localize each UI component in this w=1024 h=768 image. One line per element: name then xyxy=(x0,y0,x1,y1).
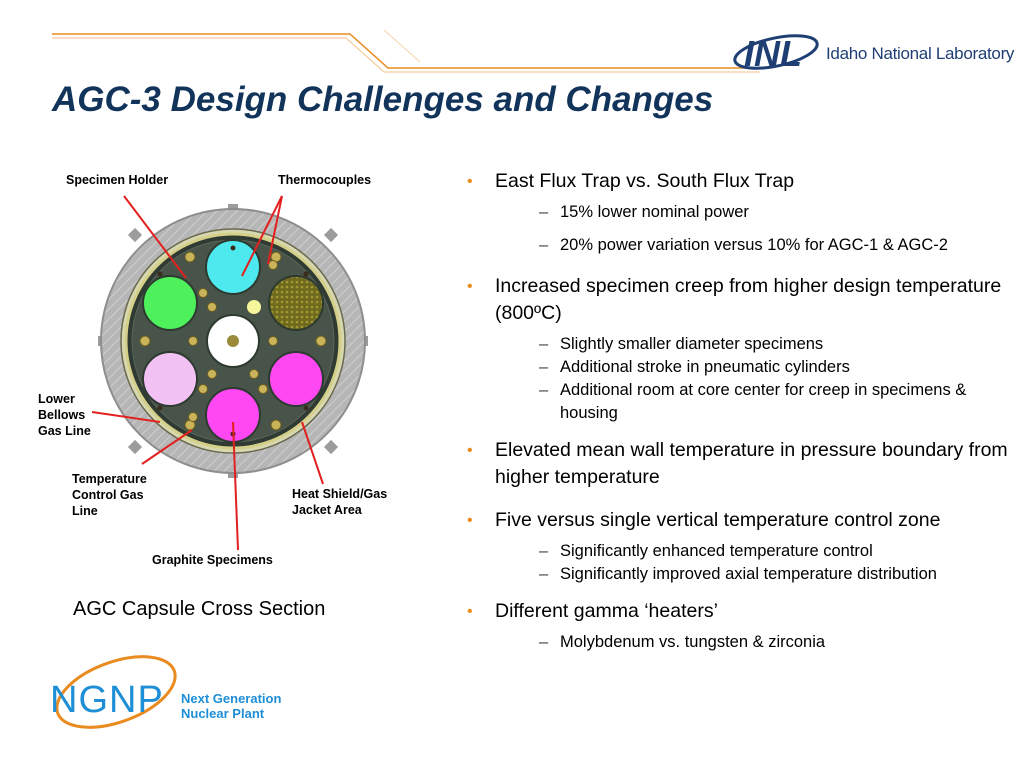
sub-bullet: –20% power variation versus 10% for AGC-… xyxy=(539,236,948,254)
bullet-2: • Increased specimen creep from higher d… xyxy=(462,273,1012,425)
bullet-text: Elevated mean wall temperature in pressu… xyxy=(495,439,1008,488)
specimen-cyan xyxy=(205,239,261,295)
sub-bullet: –Significantly enhanced temperature cont… xyxy=(539,542,873,560)
sub-bullet: –15% lower nominal power xyxy=(539,203,749,221)
ngnp-line-1: Next Generation xyxy=(181,691,281,706)
label-lower-bellows: Lower Bellows Gas Line xyxy=(38,392,91,438)
ngnp-logo-swoosh xyxy=(55,655,177,729)
page-title: AGC-3 Design Challenges and Changes xyxy=(52,80,714,119)
bullet-text: Different gamma ‘heaters’ xyxy=(495,600,718,622)
label-graphite-specimens: Graphite Specimens xyxy=(152,553,273,567)
pointer-lines xyxy=(91,195,324,551)
bullet-dot: • xyxy=(467,173,473,190)
label-specimen-holder: Specimen Holder xyxy=(66,173,169,187)
bullet-dot: • xyxy=(467,603,473,620)
header-decoration xyxy=(52,29,760,73)
specimen-small-yellow xyxy=(247,300,261,314)
ngnp-logo-mark: NGNP xyxy=(50,679,164,721)
bullet-text: Increased specimen creep from higher des… xyxy=(495,275,1002,324)
label-temperature-control: Temperature Control Gas Line xyxy=(72,472,147,518)
diagram-caption: AGC Capsule Cross Section xyxy=(73,598,326,620)
sub-bullet: –Significantly improved axial temperatur… xyxy=(539,565,937,583)
bullet-1: • East Flux Trap vs. South Flux Trap –15… xyxy=(462,168,1012,257)
bullet-text: Five versus single vertical temperature … xyxy=(495,509,941,531)
ngnp-line-2: Nuclear Plant xyxy=(181,706,265,721)
inl-logo: INL xyxy=(733,33,819,74)
specimen-olive xyxy=(268,275,324,331)
thermocouple-group xyxy=(139,251,327,431)
sub-bullet: –Additional room at core center for cree… xyxy=(539,381,967,422)
bullet-5: • Different gamma ‘heaters’ –Molybdenum … xyxy=(462,598,1012,654)
bullet-dot: • xyxy=(467,442,473,459)
bullet-dot: • xyxy=(467,512,473,529)
bullet-3: • Elevated mean wall temperature in pres… xyxy=(462,437,1012,491)
label-thermocouples: Thermocouples xyxy=(278,173,372,187)
inl-logo-text: Idaho National Laboratory xyxy=(826,44,1015,63)
label-heat-shield: Heat Shield/Gas Jacket Area xyxy=(292,487,388,517)
sub-bullet: –Additional stroke in pneumatic cylinder… xyxy=(539,358,850,376)
specimen-magenta-right xyxy=(268,351,324,407)
specimen-green xyxy=(142,275,198,331)
bullet-text: East Flux Trap vs. South Flux Trap xyxy=(495,170,795,192)
inl-logo-swoosh xyxy=(733,34,819,70)
capsule-cross-section xyxy=(91,195,368,551)
ngnp-logo: NGNP Next Generation Nuclear Plant xyxy=(50,655,281,729)
bullet-4: • Five versus single vertical temperatur… xyxy=(462,507,1012,586)
specimen-pink xyxy=(142,351,198,407)
bullet-dot: • xyxy=(467,278,473,295)
inl-logo-mark: INL xyxy=(744,33,802,74)
sub-bullet: –Molybdenum vs. tungsten & zirconia xyxy=(539,633,826,651)
capsule-diagram: Specimen Holder Thermocouples Lower Bell… xyxy=(0,160,440,580)
bullet-list: • East Flux Trap vs. South Flux Trap –15… xyxy=(462,168,1012,654)
sub-bullet: –Slightly smaller diameter specimens xyxy=(539,335,824,353)
